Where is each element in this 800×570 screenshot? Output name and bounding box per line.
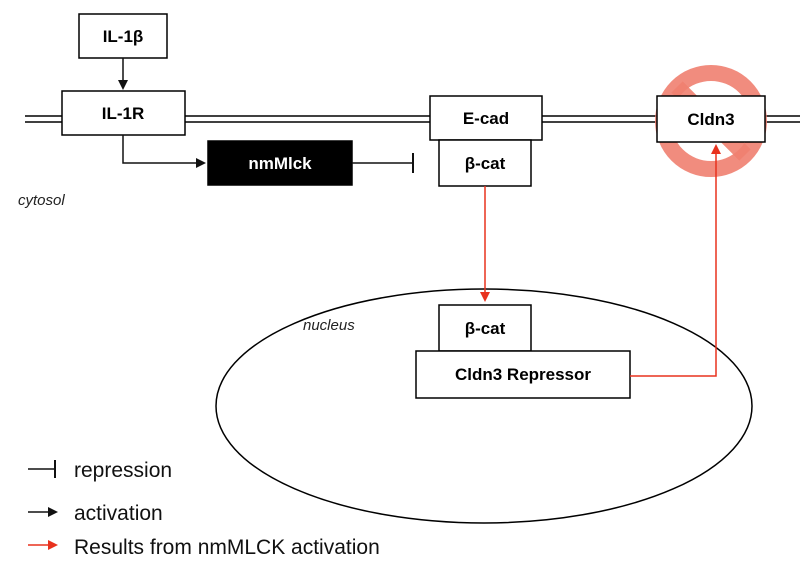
nmmlck-label: nmMlck: [248, 154, 312, 173]
legend-activation: activation: [28, 502, 163, 525]
bcat-nucleus-node: β-cat: [438, 304, 532, 352]
legend: repression activation Results from nmMLC…: [28, 459, 380, 559]
bcat-membrane-label: β-cat: [465, 154, 506, 173]
cytosol-label: cytosol: [18, 192, 65, 209]
legend-nmmlck-result: Results from nmMLCK activation: [28, 536, 380, 559]
il1r-node: IL-1R: [61, 90, 186, 136]
bcat-membrane-node: β-cat: [438, 139, 532, 187]
nmmlck-repression-line: [352, 153, 414, 173]
il1r-label: IL-1R: [102, 104, 145, 123]
legend-repression-label: repression: [74, 459, 172, 482]
bcat-nucleus-label: β-cat: [465, 319, 506, 338]
legend-nmmlck-result-label: Results from nmMLCK activation: [74, 536, 380, 559]
ecad-node: E-cad: [429, 95, 543, 141]
legend-repression: repression: [28, 459, 172, 482]
repressor-to-cldn3-arrow: [630, 144, 721, 377]
il1b-node: IL-1β: [78, 13, 168, 59]
ecad-label: E-cad: [463, 109, 509, 128]
repressor-label: Cldn3 Repressor: [455, 365, 591, 384]
nucleus-ellipse: [215, 288, 753, 524]
repressor-node: Cldn3 Repressor: [415, 350, 631, 399]
il1r-to-nmmlck-arrow: [122, 135, 206, 168]
il1b-label: IL-1β: [103, 27, 144, 46]
nmmlck-node: nmMlck: [207, 140, 353, 186]
nucleus-label: nucleus: [303, 317, 355, 334]
cldn3-label: Cldn3: [687, 110, 734, 129]
legend-activation-label: activation: [74, 502, 163, 525]
cldn3-node: Cldn3: [656, 95, 766, 143]
